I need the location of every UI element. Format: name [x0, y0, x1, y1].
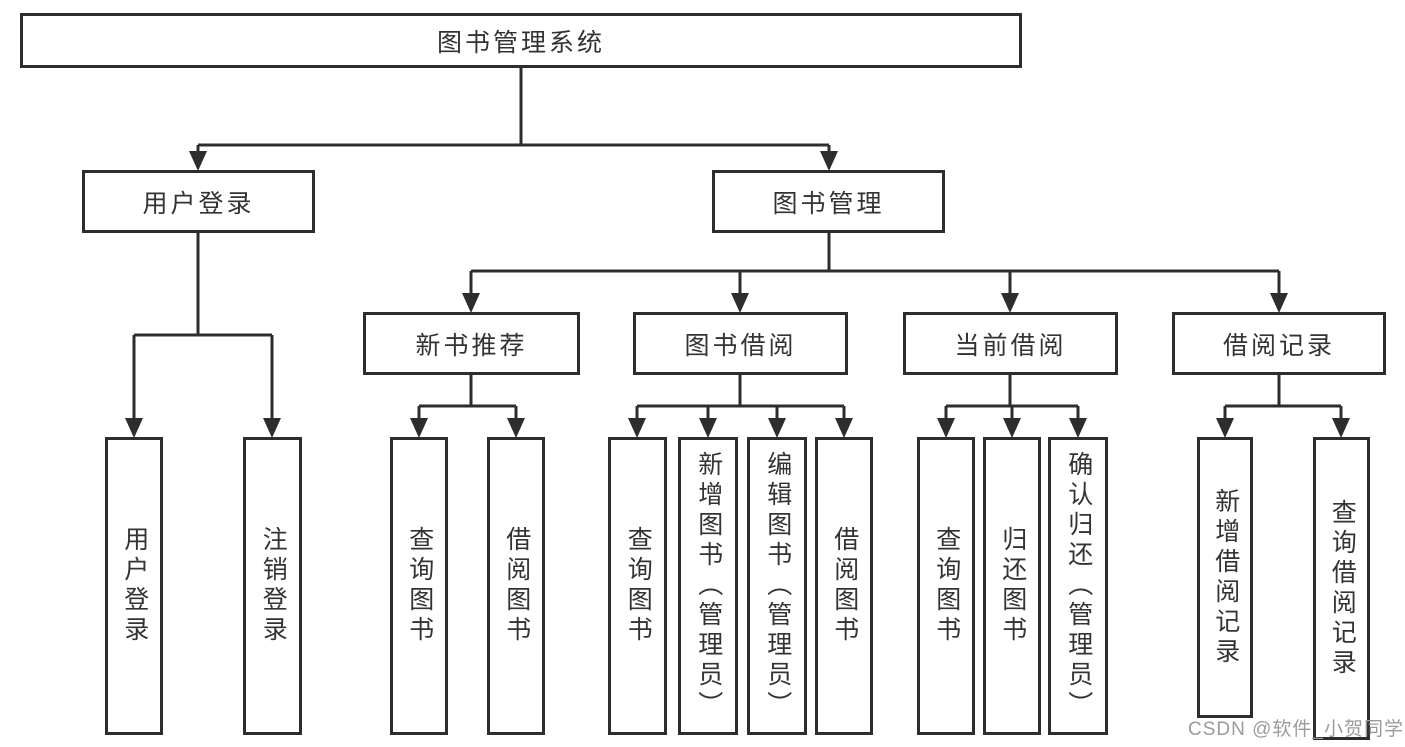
leaf-record-add-borrow-record: 新增借阅记录: [1197, 437, 1253, 718]
node-new-book-recommend: 新书推荐: [363, 312, 580, 375]
leaf-record-query-borrow-record: 查询借阅记录: [1313, 437, 1370, 740]
leaf-logout: 注销登录: [243, 437, 302, 735]
connector-bookmgmt-to-level3: [462, 233, 1288, 313]
connector-root-to-level2: [189, 68, 838, 171]
connector-userlogin-to-leaves: [125, 233, 281, 438]
node-book-borrow: 图书借阅: [633, 312, 848, 375]
leaf-borrow-add-books-admin: 新增图书（管理员）: [678, 437, 738, 735]
leaf-recommend-borrow-books: 借阅图书: [487, 437, 545, 735]
node-book-management: 图书管理: [712, 170, 945, 233]
leaf-current-query-books: 查询图书: [917, 437, 975, 735]
node-user-login: 用户登录: [82, 170, 315, 233]
node-borrow-record: 借阅记录: [1172, 312, 1386, 375]
connector-records-to-leaves: [1216, 375, 1350, 438]
leaf-borrow-query-books: 查询图书: [608, 437, 667, 735]
leaf-borrow-borrow-books: 借阅图书: [815, 437, 873, 735]
leaf-user-login: 用户登录: [105, 437, 163, 735]
connector-recommend-to-leaves: [410, 375, 525, 438]
node-library-management-system: 图书管理系统: [20, 13, 1022, 68]
leaf-current-confirm-return-admin: 确认归还（管理员）: [1048, 437, 1108, 735]
connector-borrow-to-leaves: [628, 375, 853, 438]
leaf-borrow-edit-books-admin: 编辑图书（管理员）: [747, 437, 807, 735]
connector-current-to-leaves: [937, 375, 1087, 438]
node-current-borrow: 当前借阅: [903, 312, 1118, 375]
leaf-recommend-query-books: 查询图书: [390, 437, 448, 735]
leaf-current-return-books: 归还图书: [983, 437, 1041, 735]
csdn-watermark: CSDN @软件_小贺同学: [1188, 719, 1404, 740]
